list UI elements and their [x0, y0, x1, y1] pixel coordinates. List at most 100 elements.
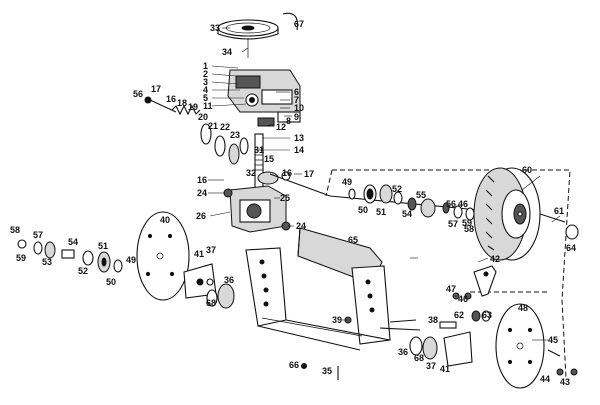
callout-labels: 33 67 34 1 2 3 4 5 11 6 7 10 8 9 12 13 1…: [10, 19, 576, 387]
callout-53: 53: [42, 257, 52, 267]
callout-10: 10: [294, 103, 304, 113]
callout-20: 20: [198, 112, 208, 122]
callout-4: 4: [203, 85, 208, 95]
callout-58b: 58: [464, 224, 474, 234]
chassis-frame: [245, 247, 421, 351]
callout-41b: 41: [440, 364, 450, 374]
callout-54b: 54: [402, 209, 412, 219]
callout-44: 44: [540, 374, 550, 384]
callout-16c: 16: [282, 168, 292, 178]
callout-23: 23: [230, 130, 240, 140]
callout-7: 7: [294, 95, 299, 105]
gearbox-housing-26: [229, 185, 287, 233]
callout-57a: 57: [33, 230, 43, 240]
right-axle-parts: [348, 184, 475, 221]
spring-16-18: [171, 104, 201, 116]
callout-68a: 68: [206, 298, 216, 308]
callout-61: 61: [554, 206, 564, 216]
callout-59b: 59: [462, 218, 472, 228]
callout-67: 67: [294, 19, 304, 29]
callout-24b: 24: [296, 221, 306, 231]
left-axle-parts: [17, 239, 123, 273]
callout-56b: 56: [446, 199, 456, 209]
callout-31: 31: [254, 145, 264, 155]
callout-36b: 36: [398, 347, 408, 357]
callout-3: 3: [203, 77, 208, 87]
callout-16b: 16: [197, 175, 207, 185]
callout-33: 33: [210, 23, 220, 33]
callout-6: 6: [294, 87, 299, 97]
shaft-17: [149, 99, 177, 113]
callout-39: 39: [332, 315, 342, 325]
callout-41a: 41: [194, 249, 204, 259]
nut-16: [281, 171, 291, 181]
callout-46b: 46: [458, 294, 468, 304]
callout-42: 42: [490, 254, 500, 264]
callout-5: 5: [203, 93, 208, 103]
callout-49b: 49: [342, 177, 352, 187]
callout-63: 63: [482, 310, 492, 320]
callout-50a: 50: [106, 277, 116, 287]
callout-17a: 17: [151, 84, 161, 94]
callout-45: 45: [548, 335, 558, 345]
callout-46a: 46: [458, 199, 468, 209]
callout-55: 55: [416, 190, 426, 200]
callout-36a: 36: [224, 275, 234, 285]
callout-18: 18: [177, 98, 187, 108]
callout-11: 11: [203, 101, 213, 111]
callout-12: 12: [276, 122, 286, 132]
bolt-56: [144, 96, 152, 104]
callout-50b: 50: [358, 205, 368, 215]
callout-2: 2: [203, 69, 208, 79]
pulley-33: [217, 19, 279, 40]
callout-38: 38: [428, 315, 438, 325]
bolt-45: [547, 349, 561, 357]
nut-44: [556, 368, 564, 376]
callout-15: 15: [264, 154, 274, 164]
callout-57b: 57: [448, 219, 458, 229]
hub-36: [206, 278, 235, 309]
gearbox-upper: [227, 69, 301, 127]
callout-21: 21: [208, 121, 218, 131]
callout-14: 14: [294, 145, 304, 155]
callout-43: 43: [560, 377, 570, 387]
callout-60: 60: [522, 165, 532, 175]
right-lower-parts: [409, 310, 491, 367]
callout-34: 34: [222, 47, 232, 57]
bolt-61: [539, 213, 566, 223]
callout-62: 62: [454, 310, 464, 320]
callout-32: 32: [246, 168, 256, 178]
screw-66: [301, 363, 307, 369]
nut-43: [570, 368, 578, 376]
callout-59a: 59: [16, 253, 26, 263]
callout-54a: 54: [68, 237, 78, 247]
callout-56a: 56: [133, 89, 143, 99]
nut-24a: [223, 188, 233, 198]
wheel-60: [473, 167, 541, 261]
callout-51b: 51: [376, 207, 386, 217]
wheel-disc-40: [136, 211, 190, 301]
axle-outline: [325, 169, 571, 379]
callout-51a: 51: [98, 241, 108, 251]
belt-67: [282, 12, 298, 31]
callout-16a: 16: [166, 94, 176, 104]
callout-68b: 68: [414, 353, 424, 363]
callout-35: 35: [322, 366, 332, 376]
callout-9: 9: [294, 112, 299, 122]
callout-8: 8: [286, 116, 291, 126]
callout-52b: 52: [392, 184, 402, 194]
washers-20-23: [200, 123, 249, 165]
callout-37a: 37: [206, 245, 216, 255]
callout-49a: 49: [126, 255, 136, 265]
callout-1: 1: [203, 61, 208, 71]
callout-48: 48: [518, 303, 528, 313]
callout-47: 47: [446, 284, 456, 294]
callout-25: 25: [280, 193, 290, 203]
callout-13: 13: [294, 133, 304, 143]
leader-lines: [208, 27, 561, 341]
callout-66: 66: [289, 360, 299, 370]
callout-24a: 24: [197, 188, 207, 198]
callout-19: 19: [188, 102, 198, 112]
callout-37b: 37: [426, 361, 436, 371]
